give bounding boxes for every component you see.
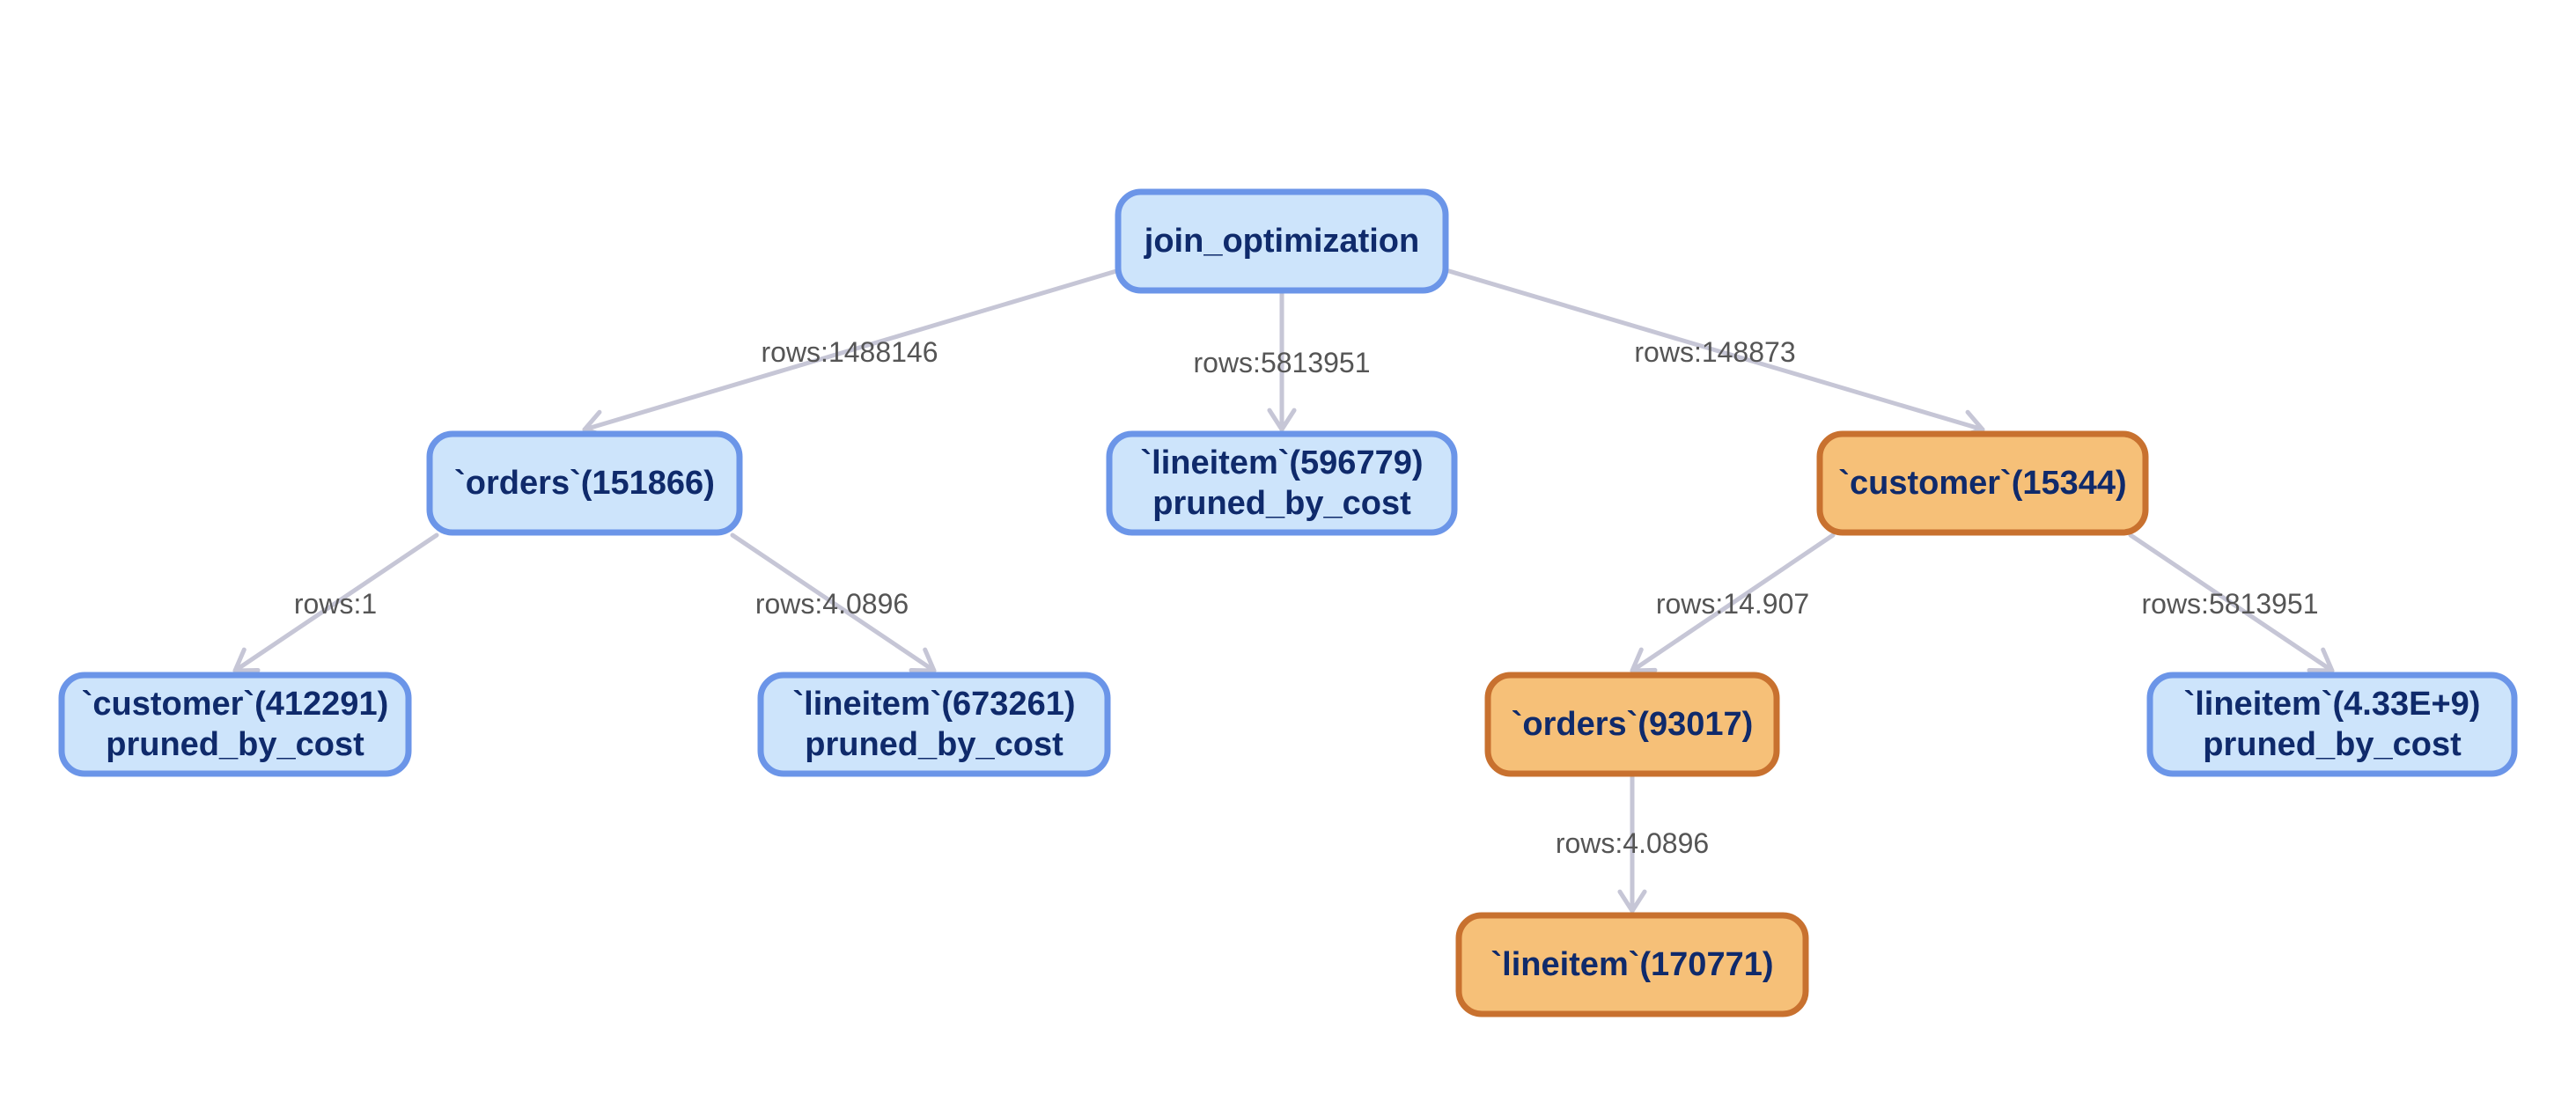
node-box: [1816, 430, 2149, 536]
node-root: join_optimization: [1115, 188, 1449, 294]
edge-orders2-to-lineitem4: rows:4.0896: [1556, 774, 1709, 914]
nodes-layer: join_optimization `orders`(151866) `lineit…: [58, 188, 2518, 1017]
edges-layer: rows:1488146 rows:5813951 rows:148873 rows:…: [232, 268, 2335, 914]
edge-label: rows:4.0896: [1556, 827, 1709, 859]
edge-label: rows:1: [294, 588, 377, 620]
edge-customer1-to-orders2: rows:14.907: [1630, 532, 1836, 673]
node-lineitem1: `lineitem`(596779) pruned_by_cost: [1106, 430, 1458, 536]
node-title: `lineitem`(170771): [1490, 946, 1773, 983]
node-box: [1115, 188, 1449, 294]
node-title: `orders`(93017): [1512, 706, 1754, 743]
edge-root-to-orders1: rows:1488146: [582, 268, 1119, 438]
node-lineitem4: `lineitem`(170771): [1455, 912, 1809, 1017]
node-box: [1484, 672, 1780, 777]
node-box: [1106, 430, 1458, 536]
node-title: `lineitem`(596779): [1140, 444, 1423, 481]
node-orders1: `orders`(151866): [426, 430, 743, 536]
arrowhead-icon: [1267, 408, 1297, 432]
edge-orders1-to-customer2: rows:1: [232, 532, 439, 673]
node-title: `orders`(151866): [454, 465, 715, 502]
node-box: [58, 672, 412, 777]
edge-label: rows:1488146: [761, 336, 938, 368]
node-title: `lineitem`(4.33E+9): [2184, 686, 2481, 723]
node-subtitle: pruned_by_cost: [2203, 726, 2462, 763]
arrowhead-icon: [1617, 889, 1647, 914]
edge-orders1-to-lineitem2: rows:4.0896: [730, 532, 937, 673]
node-title: `lineitem`(673261): [792, 686, 1075, 723]
edge-line: [2128, 532, 2335, 673]
node-box: [426, 430, 743, 536]
edge-line: [232, 532, 439, 673]
node-box: [757, 672, 1111, 777]
edge-label: rows:4.0896: [755, 588, 909, 620]
edge-root-to-customer1: rows:148873: [1446, 268, 1985, 438]
node-box: [1455, 912, 1809, 1017]
edge-label: rows:5813951: [1193, 347, 1370, 378]
node-orders2: `orders`(93017): [1484, 672, 1780, 777]
arrowhead-icon: [1630, 647, 1658, 673]
edge-label: rows:148873: [1634, 336, 1795, 368]
edge-label: rows:5813951: [2141, 588, 2318, 620]
node-box: [2146, 672, 2518, 777]
edge-line: [730, 532, 937, 673]
edge-line: [1630, 532, 1836, 673]
node-lineitem3: `lineitem`(4.33E+9)pruned_by_cost: [2146, 672, 2518, 777]
node-subtitle: pruned_by_cost: [106, 726, 364, 763]
node-title: `customer`(15344): [1838, 465, 2126, 502]
edge-line: [1446, 268, 1985, 432]
arrowhead-icon: [909, 647, 937, 673]
node-subtitle: pruned_by_cost: [1152, 485, 1411, 522]
node-title: join_optimization: [1144, 223, 1419, 260]
node-title: `customer`(412291): [82, 686, 388, 723]
node-subtitle: pruned_by_cost: [805, 726, 1064, 763]
node-customer2: `customer`(412291)pruned_by_cost: [58, 672, 412, 777]
edge-customer1-to-lineitem3: rows:5813951: [2128, 532, 2335, 673]
edge-root-to-lineitem1: rows:5813951: [1193, 291, 1371, 432]
edge-line: [582, 268, 1119, 432]
arrowhead-icon: [232, 647, 261, 673]
node-customer1: `customer`(15344): [1816, 430, 2149, 536]
edge-label: rows:14.907: [1656, 588, 1809, 620]
arrowhead-icon: [2307, 647, 2335, 673]
node-lineitem2: `lineitem`(673261)pruned_by_cost: [757, 672, 1111, 777]
